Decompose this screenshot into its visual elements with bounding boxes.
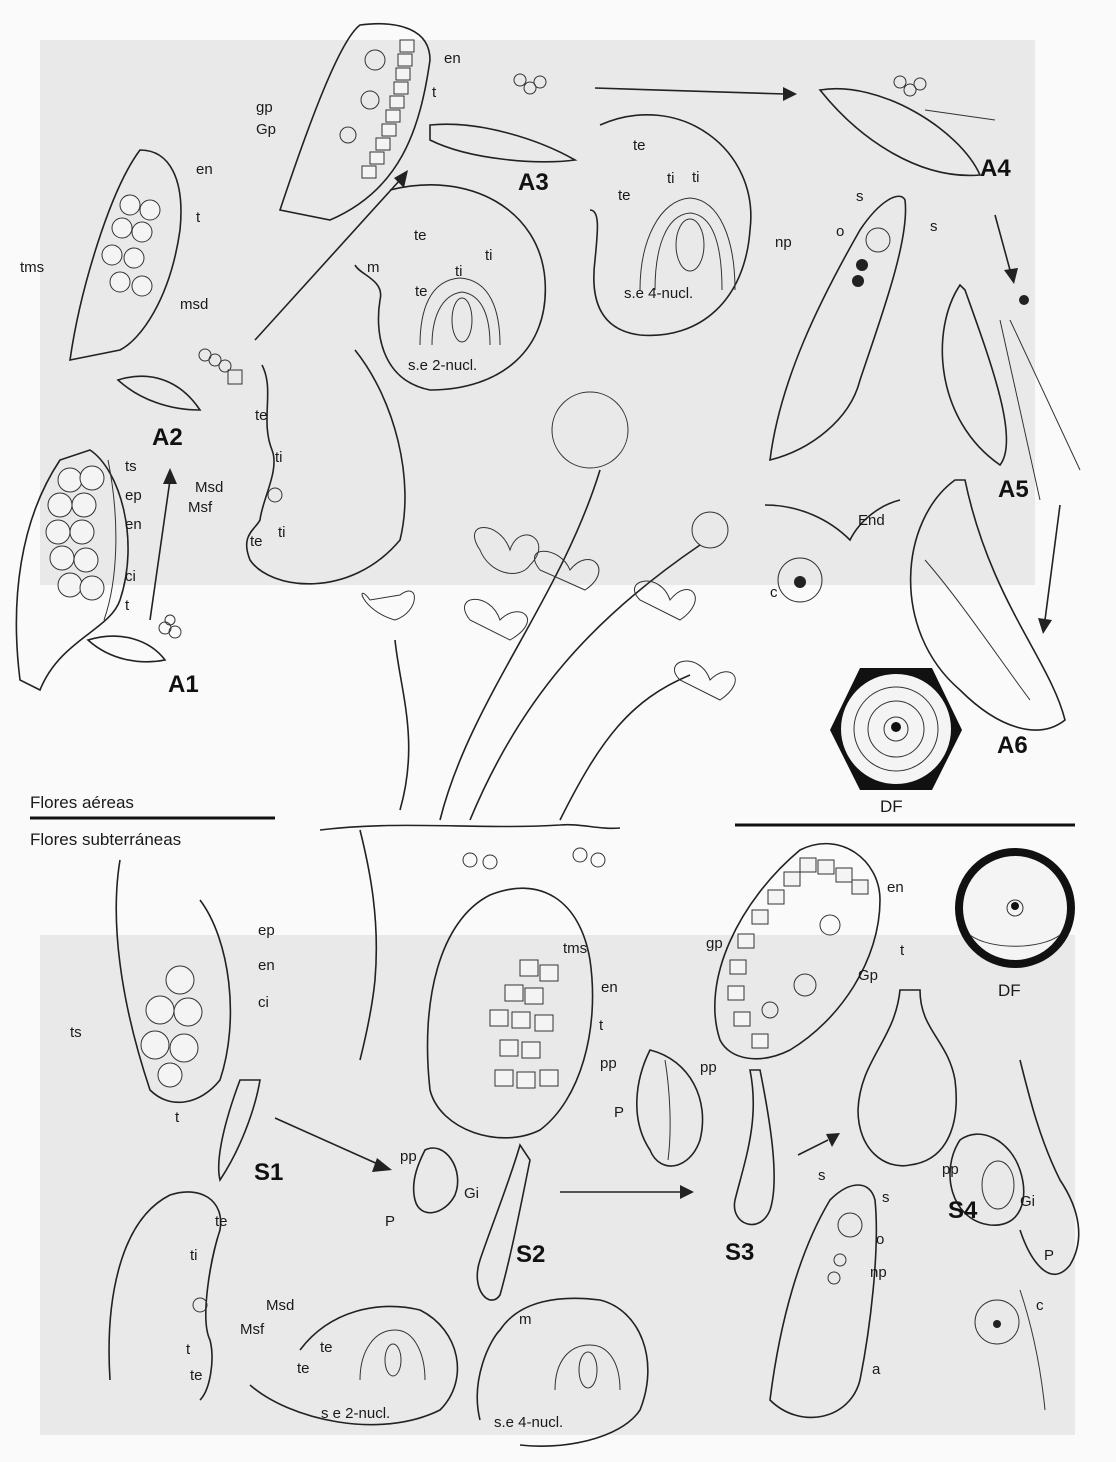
arrow-a5-a6-head: [1038, 618, 1052, 634]
label-en-s1: en: [258, 957, 275, 974]
label-ci-a1: ci: [125, 568, 136, 585]
floral-diagram-subterranean: [955, 848, 1075, 968]
label-c-s4: c: [1036, 1297, 1044, 1314]
label-Gi-s4: Gi: [1020, 1193, 1035, 1210]
label-P-s2: P: [385, 1213, 395, 1230]
label-np-a4: np: [775, 234, 792, 251]
label-te-a2-bottom: te: [250, 533, 263, 550]
label-ti-a3-right: ti: [485, 247, 493, 264]
label-te-s1-top: te: [215, 1213, 228, 1230]
label-se2-a3: s.e 2-nucl.: [408, 357, 477, 374]
stage-label-a4: A4: [980, 155, 1011, 182]
label-pp-s2: pp: [400, 1148, 417, 1165]
label-se4-s2: s.e 4-nucl.: [494, 1414, 563, 1431]
label-ti-a3-left: ti: [455, 263, 463, 280]
label-te-a3-mid: te: [415, 283, 428, 300]
section-label-aerial: Flores aéreas: [30, 793, 134, 812]
label-ti-a3b-right: ti: [692, 169, 700, 186]
label-Msd-a2: Msd: [195, 479, 223, 496]
label-Msf-s1: Msf: [240, 1321, 265, 1338]
label-m-s2: m: [519, 1311, 532, 1328]
floral-diagram-aerial: [830, 668, 962, 790]
label-en-a1: en: [125, 516, 142, 533]
label-te-s1b-mid: te: [297, 1360, 310, 1377]
stage-label-s1: S1: [254, 1159, 283, 1186]
label-t-a1: t: [125, 597, 130, 614]
label-te-a2-top: te: [255, 407, 268, 424]
label-en-a3: en: [444, 50, 461, 67]
label-s-s3-top: s: [818, 1167, 826, 1184]
label-tms-s2: tms: [563, 940, 587, 957]
label-ep-a1: ep: [125, 487, 142, 504]
stage-label-s4: S4: [948, 1197, 978, 1224]
stage-label-s3: S3: [725, 1239, 754, 1266]
stage-label-a3: A3: [518, 169, 549, 196]
label-End: End: [858, 512, 885, 529]
label-ts-a1: ts: [125, 458, 137, 475]
label-P-s2b: P: [614, 1104, 624, 1121]
label-pp-s2b-left: pp: [600, 1055, 617, 1072]
label-o-a4: o: [836, 223, 844, 240]
label-ci-s1: ci: [258, 994, 269, 1011]
label-pp-s4: pp: [942, 1161, 959, 1178]
stage-label-s2: S2: [516, 1241, 545, 1268]
stage-label-a5: A5: [998, 476, 1029, 503]
label-DF-subterranean: DF: [998, 981, 1021, 1000]
label-msd-a2: msd: [180, 296, 208, 313]
label-ti-s1: ti: [190, 1247, 198, 1264]
label-s-a4-right: s: [930, 218, 938, 235]
label-pp-s2b-right: pp: [700, 1059, 717, 1076]
label-s-s3-right: s: [882, 1189, 890, 1206]
stage-label-a6: A6: [997, 732, 1028, 759]
label-c-a: c: [770, 584, 778, 601]
label-te-s1b-top: te: [320, 1339, 333, 1356]
label-gp-a3: gp: [256, 99, 273, 116]
label-ep-s1: ep: [258, 922, 275, 939]
label-Msf-a2: Msf: [188, 499, 213, 516]
label-DF-aerial: DF: [880, 797, 903, 816]
section-label-subterranean: Flores subterráneas: [30, 830, 181, 849]
label-te-a3b-top: te: [633, 137, 646, 154]
label-np-s3: np: [870, 1264, 887, 1281]
label-o-s3: o: [876, 1231, 884, 1248]
arrow-a5-a6: [1045, 505, 1060, 620]
label-se2-s1: s e 2-nucl.: [321, 1405, 390, 1422]
label-ti-a2-top: ti: [275, 449, 283, 466]
label-Msd-s1: Msd: [266, 1297, 294, 1314]
stage-label-a2: A2: [152, 424, 183, 451]
label-Gp-a3: Gp: [256, 121, 276, 138]
label-a-s3: a: [872, 1361, 881, 1378]
label-ti-a3b-left: ti: [667, 170, 675, 187]
label-te-a3b-mid: te: [618, 187, 631, 204]
stage-label-a1: A1: [168, 671, 199, 698]
label-ts-s1: ts: [70, 1024, 82, 1041]
label-se4-a3: s.e 4-nucl.: [624, 285, 693, 302]
label-te-s1-bottom: te: [190, 1367, 203, 1384]
label-m-a3: m: [367, 259, 380, 276]
label-gp-s3: gp: [706, 935, 723, 952]
label-te-a3-top: te: [414, 227, 427, 244]
label-ti-a2-bottom: ti: [278, 524, 286, 541]
label-en-a2: en: [196, 161, 213, 178]
label-en-s2: en: [601, 979, 618, 996]
label-Gi-s2: Gi: [464, 1185, 479, 1202]
label-s-a4-top: s: [856, 188, 864, 205]
label-en-s3: en: [887, 879, 904, 896]
label-P-s4: P: [1044, 1247, 1054, 1264]
a1-flower-bud: [88, 615, 181, 662]
label-tms-a2: tms: [20, 259, 44, 276]
label-Gp-s3: Gp: [858, 967, 878, 984]
